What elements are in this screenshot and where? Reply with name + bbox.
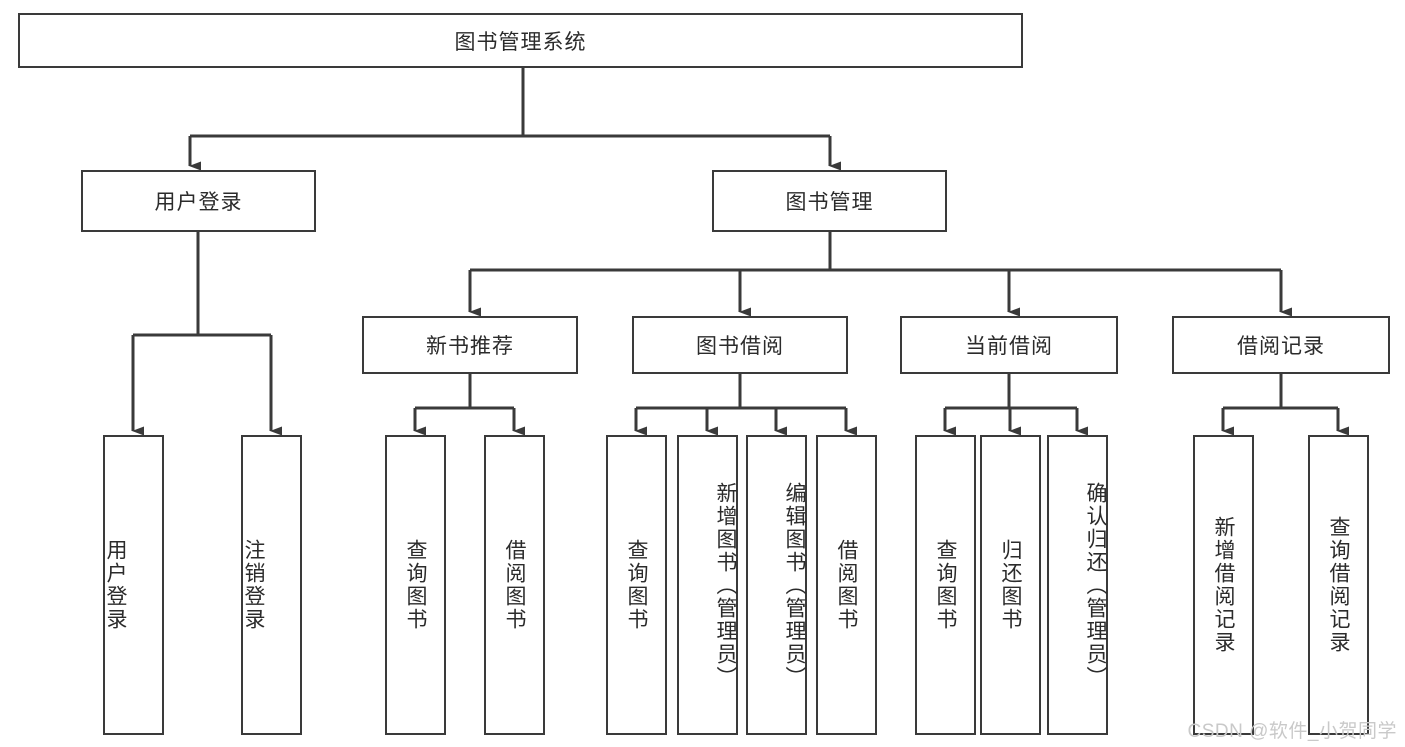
node-borrow-record-label: 借阅记录 [1237, 335, 1325, 358]
node-borrow-record[interactable]: 借阅记录 [1172, 316, 1390, 374]
node-new-book-recommend[interactable]: 新书推荐 [362, 316, 578, 374]
csdn-watermark: CSDN @软件_小贺同学 [1187, 721, 1397, 742]
node-leaf-query-book-1[interactable]: 查询图书 [385, 435, 446, 735]
node-book-borrow-label: 图书借阅 [696, 335, 784, 358]
node-leaf-user-login[interactable]: 用户登录 [103, 435, 164, 735]
node-leaf-query-record-label: 查询借阅记录 [1327, 516, 1350, 654]
node-current-borrow-label: 当前借阅 [965, 335, 1053, 358]
node-user-login[interactable]: 用户登录 [81, 170, 316, 232]
node-leaf-edit-book-label: 编辑图书（管理员） [783, 481, 806, 689]
node-leaf-user-login-label: 用户登录 [104, 539, 127, 631]
node-leaf-return-book[interactable]: 归还图书 [980, 435, 1041, 735]
node-leaf-add-record[interactable]: 新增借阅记录 [1193, 435, 1254, 735]
node-user-login-label: 用户登录 [154, 191, 243, 214]
node-leaf-query-book-2-label: 查询图书 [625, 539, 648, 631]
node-root[interactable]: 图书管理系统 [18, 13, 1023, 68]
node-leaf-borrow-book-2-label: 借阅图书 [835, 539, 858, 631]
node-root-label: 图书管理系统 [454, 30, 587, 54]
node-leaf-edit-book[interactable]: 编辑图书（管理员） [746, 435, 807, 735]
node-leaf-borrow-book-2[interactable]: 借阅图书 [816, 435, 877, 735]
node-leaf-return-book-label: 归还图书 [999, 539, 1022, 631]
node-leaf-query-book-1-label: 查询图书 [404, 539, 427, 631]
node-leaf-query-book-3-label: 查询图书 [934, 539, 957, 631]
node-leaf-confirm-return-label: 确认归还（管理员） [1084, 481, 1107, 689]
node-leaf-add-book-label: 新增图书（管理员） [714, 481, 737, 689]
node-leaf-query-book-2[interactable]: 查询图书 [606, 435, 667, 735]
node-leaf-logout-label: 注销登录 [242, 539, 265, 631]
node-leaf-borrow-book-1-label: 借阅图书 [503, 539, 526, 631]
node-leaf-confirm-return[interactable]: 确认归还（管理员） [1047, 435, 1108, 735]
node-leaf-add-record-label: 新增借阅记录 [1212, 516, 1235, 654]
node-leaf-logout[interactable]: 注销登录 [241, 435, 302, 735]
node-book-borrow[interactable]: 图书借阅 [632, 316, 848, 374]
node-leaf-add-book[interactable]: 新增图书（管理员） [677, 435, 738, 735]
node-new-book-recommend-label: 新书推荐 [426, 335, 514, 358]
node-leaf-borrow-book-1[interactable]: 借阅图书 [484, 435, 545, 735]
node-current-borrow[interactable]: 当前借阅 [900, 316, 1118, 374]
node-book-manage-label: 图书管理 [785, 191, 874, 214]
node-leaf-query-book-3[interactable]: 查询图书 [915, 435, 976, 735]
node-book-manage[interactable]: 图书管理 [712, 170, 947, 232]
node-leaf-query-record[interactable]: 查询借阅记录 [1308, 435, 1369, 735]
